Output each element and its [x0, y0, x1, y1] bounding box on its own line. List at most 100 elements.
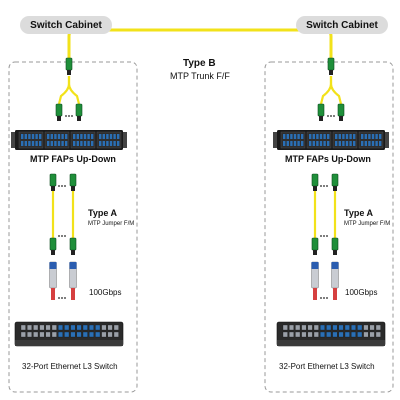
- right-fap-port-3-1-4: [375, 141, 378, 146]
- left-fap-port-2-0-5: [91, 134, 94, 139]
- right-switch-port-1-3: [301, 331, 307, 338]
- right-jumper-bottom-connector-b-boot: [333, 250, 337, 255]
- left-fap-port-1-1-2: [54, 141, 57, 146]
- left-switch-port-1-5: [51, 331, 57, 338]
- right-transceiver-latch-0: [311, 262, 319, 269]
- left-switch-port-1-1: [27, 331, 32, 338]
- left-switch-port-1-14: [107, 331, 113, 338]
- left-jumper-desc-label: MTP Jumper F/M: [88, 221, 135, 227]
- right-fap-ear-right: [385, 132, 389, 148]
- right-jumper-top-connector-b-boot: [333, 186, 337, 191]
- left-switch-port-0-1: [27, 324, 32, 331]
- right-cabinet-label: Switch Cabinet: [306, 19, 378, 31]
- right-transceiver-tail-0: [313, 288, 317, 300]
- left-switch-port-1-7: [64, 331, 70, 338]
- left-fap-port-1-1-5: [65, 141, 68, 146]
- right-switch-port-0-10: [344, 324, 350, 331]
- left-fap-port-2-0-2: [80, 134, 83, 139]
- left-fap-port-1-1-3: [57, 141, 61, 146]
- right-fanout-connector-a: [317, 103, 325, 117]
- trunk-connector-right: [327, 57, 335, 71]
- left-switch-base: [15, 340, 123, 346]
- left-jumper-top-dots-1: [61, 185, 63, 187]
- left-fap-port-0-0-0: [21, 134, 24, 139]
- right-switch-port-0-4: [307, 324, 313, 331]
- right-switch-port-0-5: [313, 324, 319, 331]
- right-fap-port-0-0-5: [301, 134, 304, 139]
- left-fap-port-2-0-0: [73, 134, 76, 139]
- left-fap-port-1-0-2: [54, 134, 57, 139]
- left-switch-port-1-2: [33, 331, 39, 338]
- right-fap-port-2-1-5: [353, 141, 356, 146]
- left-fap-port-2-1-1: [76, 141, 79, 146]
- left-fap-label: MTP FAPs Up-Down: [30, 154, 116, 164]
- left-fap-ear-right: [123, 132, 127, 148]
- right-jumper-top-connector-a: [311, 173, 319, 187]
- right-fap-port-3-1-5: [379, 141, 382, 146]
- left-jumper-top-connector-b: [69, 173, 77, 187]
- left-fap-port-0-1-3: [31, 141, 35, 146]
- left-fap-port-3-0-1: [102, 134, 105, 139]
- left-transceiver-latch-1: [69, 262, 77, 269]
- right-transceiver-tail-1: [333, 288, 337, 300]
- right-fap-port-2-0-1: [338, 134, 341, 139]
- trunk-cable: [67, 28, 333, 58]
- right-fanout-dots-2: [333, 115, 335, 117]
- left-fap-port-1-0-0: [47, 134, 50, 139]
- right-fap-port-0-0-3: [293, 134, 297, 139]
- left-fap-port-2-1-5: [91, 141, 94, 146]
- right-switch-label: 32-Port Ethernet L3 Switch: [279, 362, 375, 371]
- left-switch-port-0-13: [101, 324, 107, 331]
- left-fap-port-1-0-1: [50, 134, 53, 139]
- right-switch-port-1-6: [320, 331, 325, 338]
- left-switch-port-0-9: [76, 324, 82, 331]
- left-fap-port-3-0-3: [109, 134, 113, 139]
- right-switch-port-0-1: [289, 324, 294, 331]
- left-jumper-top-connector-a-boot: [51, 186, 55, 191]
- left-fap-port-0-0-3: [31, 134, 35, 139]
- right-fap-port-3-0-3: [371, 134, 375, 139]
- left-transceiver-latch-0: [49, 262, 57, 269]
- right-fap-port-2-1-3: [345, 141, 349, 146]
- right-fap-port-2-1-4: [349, 141, 352, 146]
- left-jumper-bottom-dots-1: [61, 235, 63, 237]
- left-switch-port-0-14: [107, 324, 113, 331]
- left-fanout-connector-b: [75, 103, 83, 117]
- right-fap-port-0-1-2: [290, 141, 293, 146]
- right-switch-port-1-12: [357, 331, 363, 338]
- right-cabinet-badge: Switch Cabinet: [296, 16, 388, 34]
- right-switch-port-1-11: [351, 331, 356, 338]
- left-jumper-bottom-connector-a-boot: [51, 250, 55, 255]
- left-switch-port-0-10: [82, 324, 88, 331]
- right-fap-port-2-1-2: [342, 141, 345, 146]
- left-speed-label: 100Gbps: [89, 288, 122, 297]
- right-switch-port-1-4: [307, 331, 313, 338]
- right-fap-port-3-0-1: [364, 134, 367, 139]
- right-jumper-desc-label: MTP Jumper F/M: [344, 221, 391, 227]
- trunk-connector-left-boot: [67, 70, 71, 75]
- left-fap-port-1-1-4: [61, 141, 64, 146]
- left-fap-port-3-1-5: [117, 141, 120, 146]
- right-fap-port-1-0-1: [312, 134, 315, 139]
- left-fanout-connector-b-boot: [77, 116, 81, 121]
- left-fap-port-0-1-0: [21, 141, 24, 146]
- left-switch-port-0-5: [51, 324, 57, 331]
- left-fap-port-3-0-0: [99, 134, 102, 139]
- left-switch-port-0-3: [39, 324, 45, 331]
- left-fap-port-3-1-1: [102, 141, 105, 146]
- right-switch-port-1-8: [332, 331, 338, 338]
- left-jumper-top-connector-b-boot: [71, 186, 75, 191]
- right-switch-port-1-13: [363, 331, 369, 338]
- left-switch-port-0-2: [33, 324, 39, 331]
- left-switch-port-0-0: [20, 324, 26, 331]
- right-fap-port-0-1-1: [286, 141, 289, 146]
- left-jumper-bottom-connector-b: [69, 237, 77, 251]
- right-fap-port-1-0-3: [319, 134, 323, 139]
- right-transceiver-dots-1: [323, 297, 325, 299]
- left-jumper-top-dots-0: [58, 185, 60, 187]
- right-fap-port-2-0-4: [349, 134, 352, 139]
- left-fap-port-2-1-2: [80, 141, 83, 146]
- right-fap-port-1-1-3: [319, 141, 323, 146]
- left-fanout-dots-2: [71, 115, 73, 117]
- left-switch-port-1-11: [89, 331, 94, 338]
